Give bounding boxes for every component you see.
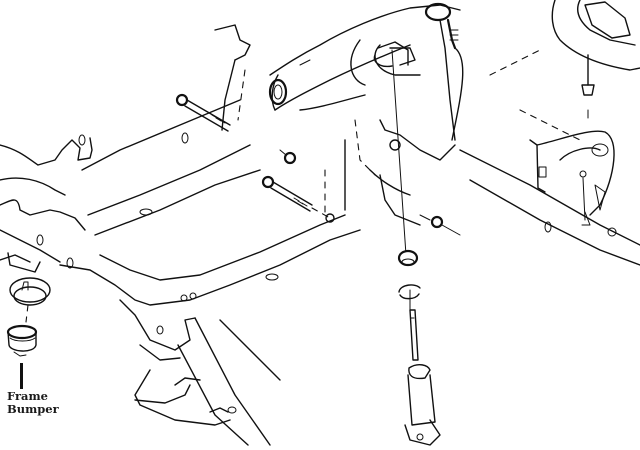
shock-absorber (404, 309, 441, 446)
lower-bracket (134, 369, 237, 426)
nut-lower (325, 213, 461, 236)
bumper-bracket (529, 0, 640, 221)
shock-bushing (397, 249, 419, 267)
pivot-bolt-upper (175, 93, 231, 132)
upper-control-arm (214, 4, 461, 131)
frame-rail (0, 99, 279, 281)
frame-bumper-label-line2: Bumper (7, 402, 59, 416)
spring-tower (324, 39, 456, 226)
frame-bumper-leader-line (20, 363, 23, 389)
nut-upper (279, 149, 297, 165)
crossmember (59, 214, 361, 446)
frame-bumper-mount (9, 277, 51, 323)
frame-bumper-label-line1: Frame (7, 389, 48, 403)
shock-axis-line (391, 49, 407, 256)
pivot-bolt-lower (261, 175, 331, 219)
right-frame (459, 49, 640, 266)
shock-washer (398, 284, 421, 311)
bracket-bolt (581, 54, 595, 119)
ball-joint (424, 2, 464, 141)
frame-bumper (6, 324, 38, 357)
